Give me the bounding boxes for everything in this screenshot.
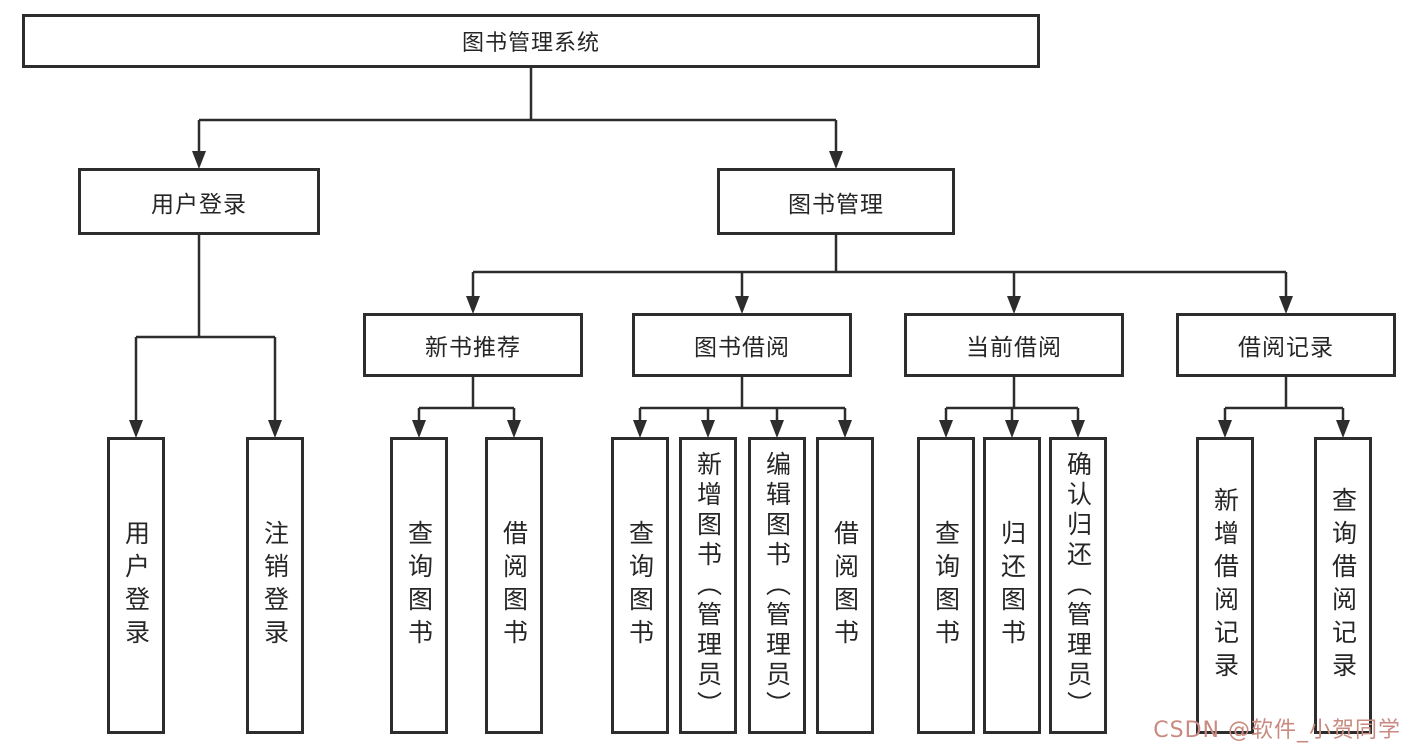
node-current-borrowing: 当前借阅 xyxy=(904,313,1124,377)
connector-new-book-rec-to-leaves xyxy=(412,377,521,438)
leaf-return-books: 归还图书 xyxy=(983,437,1041,734)
node-label: 图书管理 xyxy=(788,191,884,218)
node-label: 用户登录 xyxy=(151,191,247,218)
connector-book-borrow-to-leaves xyxy=(633,377,852,438)
node-label: 归还图书 xyxy=(997,519,1027,652)
node-new-book-recommendation: 新书推荐 xyxy=(363,313,583,377)
node-book-borrowing: 图书借阅 xyxy=(632,313,852,377)
connector-root-to-level2 xyxy=(192,68,843,169)
node-borrowing-records: 借阅记录 xyxy=(1176,313,1396,377)
node-book-management: 图书管理 xyxy=(717,168,955,235)
node-label: 注销登录 xyxy=(260,519,290,652)
leaf-query-borrow-record: 查询借阅记录 xyxy=(1314,437,1372,734)
leaf-confirm-return-admin: 确认归还（管理员） xyxy=(1049,437,1107,734)
leaf-user-login: 用户登录 xyxy=(107,437,165,734)
node-label: 查询借阅记录 xyxy=(1328,486,1358,685)
node-label: 查询图书 xyxy=(931,519,961,652)
node-label: 新增图书（管理员） xyxy=(693,450,723,721)
node-label: 当前借阅 xyxy=(966,335,1062,361)
leaf-query-books-2: 查询图书 xyxy=(611,437,669,734)
leaf-logout: 注销登录 xyxy=(246,437,304,734)
csdn-watermark: CSDN @软件_小贺同学 xyxy=(1153,718,1401,743)
leaf-borrow-books-2: 借阅图书 xyxy=(816,437,874,734)
node-label: 查询图书 xyxy=(404,519,434,652)
node-label: 借阅图书 xyxy=(830,519,860,652)
connector-current-borrow-to-leaves xyxy=(939,377,1085,438)
node-label: 借阅图书 xyxy=(499,519,529,652)
node-label: 用户登录 xyxy=(121,519,151,652)
leaf-edit-books-admin: 编辑图书（管理员） xyxy=(748,437,806,734)
connector-book-mgmt-to-modules xyxy=(466,235,1293,314)
node-root-book-management-system: 图书管理系统 xyxy=(22,14,1040,68)
node-label: 图书借阅 xyxy=(694,335,790,361)
leaf-add-books-admin: 新增图书（管理员） xyxy=(679,437,737,734)
node-label: 新书推荐 xyxy=(425,335,521,361)
node-label: 新增借阅记录 xyxy=(1210,486,1240,685)
connector-borrow-record-to-leaves xyxy=(1218,377,1350,438)
leaf-query-books-1: 查询图书 xyxy=(390,437,448,734)
leaf-borrow-books-1: 借阅图书 xyxy=(485,437,543,734)
node-label: 图书管理系统 xyxy=(461,31,600,56)
node-label: 编辑图书（管理员） xyxy=(762,450,792,721)
node-label: 借阅记录 xyxy=(1238,335,1334,361)
connector-user-login-to-leaves xyxy=(129,235,282,438)
node-user-login: 用户登录 xyxy=(78,168,320,235)
leaf-add-borrow-record: 新增借阅记录 xyxy=(1196,437,1254,734)
node-label: 查询图书 xyxy=(625,519,655,652)
node-label: 确认归还（管理员） xyxy=(1063,450,1093,721)
leaf-query-books-3: 查询图书 xyxy=(917,437,975,734)
